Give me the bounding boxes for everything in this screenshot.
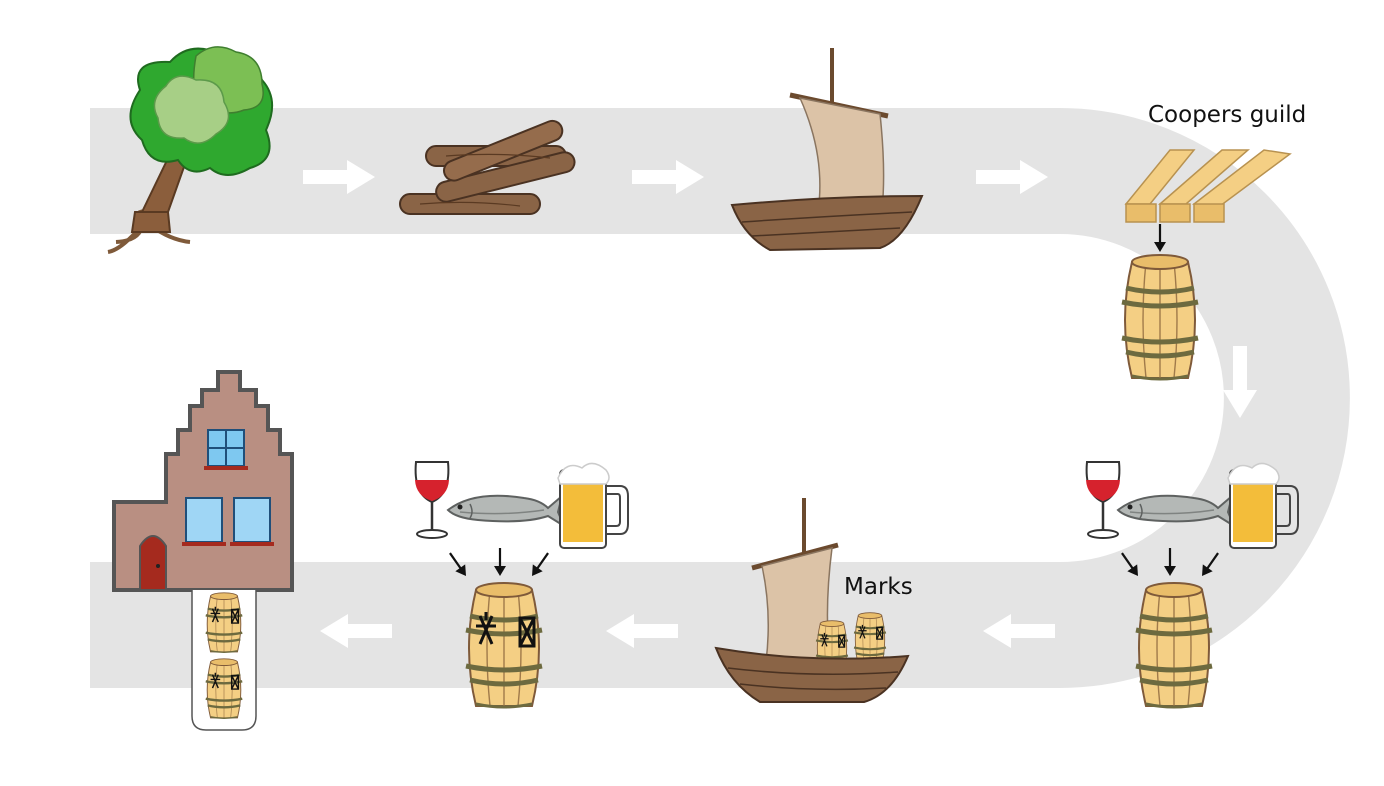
- coopers-guild-label: Coopers guild: [1148, 102, 1306, 128]
- herring-icon-2: [447, 494, 565, 527]
- filled-barrel-icon: [1136, 583, 1212, 707]
- cellar-barrels-icon: [191, 590, 257, 731]
- marks-label: Marks: [844, 574, 913, 600]
- marked-barrel-icon: [466, 583, 542, 707]
- gabled-house-icon: [112, 370, 294, 592]
- barrel-icon: [1122, 255, 1198, 379]
- wine-glass-icon: [1084, 460, 1122, 540]
- tree-icon: [107, 46, 273, 254]
- sailboat-icon: [730, 48, 924, 252]
- logs-icon: [399, 119, 576, 215]
- loaded-sailboat-icon: [714, 498, 910, 703]
- planks-icon: [1124, 149, 1292, 223]
- wine-glass-icon-2: [413, 460, 451, 540]
- beer-mug-icon-2: [557, 462, 629, 549]
